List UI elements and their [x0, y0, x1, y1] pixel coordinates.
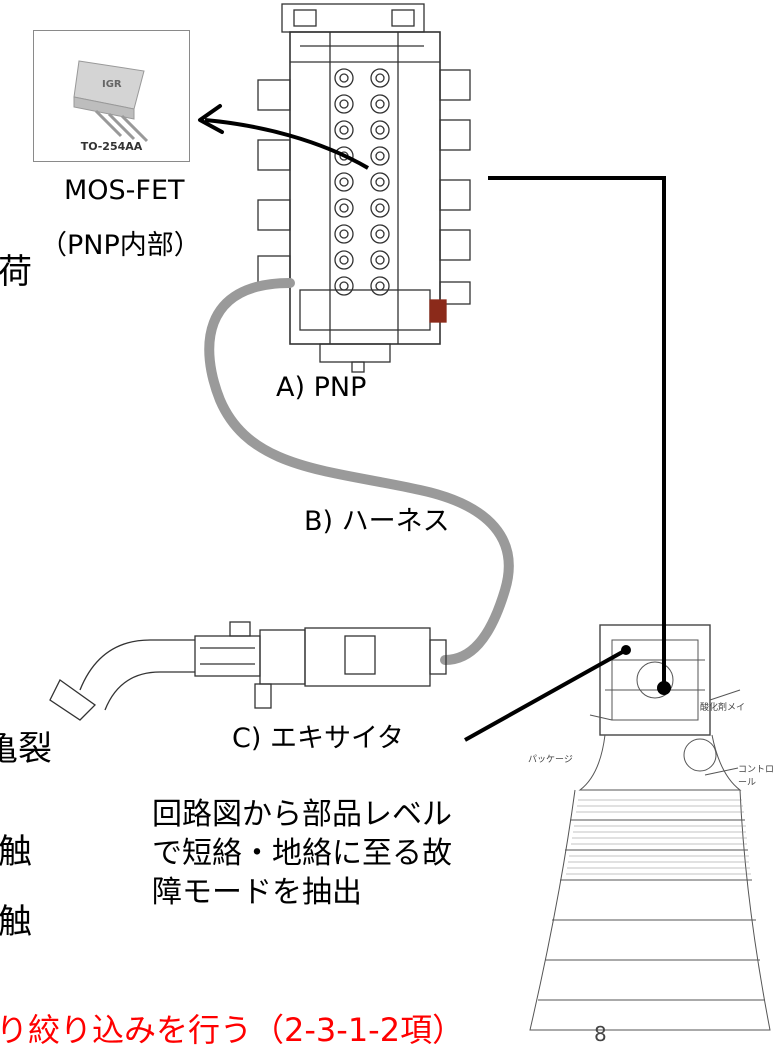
pnp-label: A) PNP: [276, 372, 366, 403]
left-fragment-4: 触: [0, 905, 32, 939]
harness-label: B) ハーネス: [304, 506, 450, 537]
page-number: 8: [594, 1022, 607, 1046]
extraction-note-line2: で短絡・地絡に至る故: [152, 834, 532, 873]
extraction-note-line1: 回路図から部品レベル: [152, 795, 532, 834]
mosfet-label: MOS-FET: [64, 175, 185, 206]
thumbnail-caption: TO-254AA: [34, 140, 189, 153]
mosfet-sublabel: （PNP内部）: [40, 230, 201, 261]
left-fragment-3: 触: [0, 835, 32, 869]
engine-callout-package: パッケージ: [528, 752, 573, 765]
pnp-panel-drawing: [258, 4, 470, 372]
bottom-red-text: り絞り込みを行う（2-3-1-2項）: [0, 1005, 464, 1051]
engine-callout-control: コントロール: [738, 762, 778, 788]
left-fragment-2: 亀裂: [0, 732, 52, 766]
exciter-drawing: [50, 622, 446, 720]
left-fragment-1: 荷: [0, 255, 32, 289]
mosfet-package-thumbnail: IGR TO-254AA: [33, 30, 190, 162]
mosfet-arrow: [200, 106, 368, 168]
thumbnail-logo: IGR: [102, 79, 122, 90]
extraction-note: 回路図から部品レベル で短絡・地絡に至る故 障モードを抽出: [152, 795, 532, 912]
harness-cable: [209, 283, 509, 660]
exciter-leader: [465, 645, 631, 740]
exciter-label: C) エキサイタ: [232, 723, 404, 754]
pnp-engine-wire: [488, 178, 669, 693]
extraction-note-line3: 障モードを抽出: [152, 873, 532, 912]
engine-callout-oxidizer: 酸化剤メイ: [700, 700, 745, 713]
